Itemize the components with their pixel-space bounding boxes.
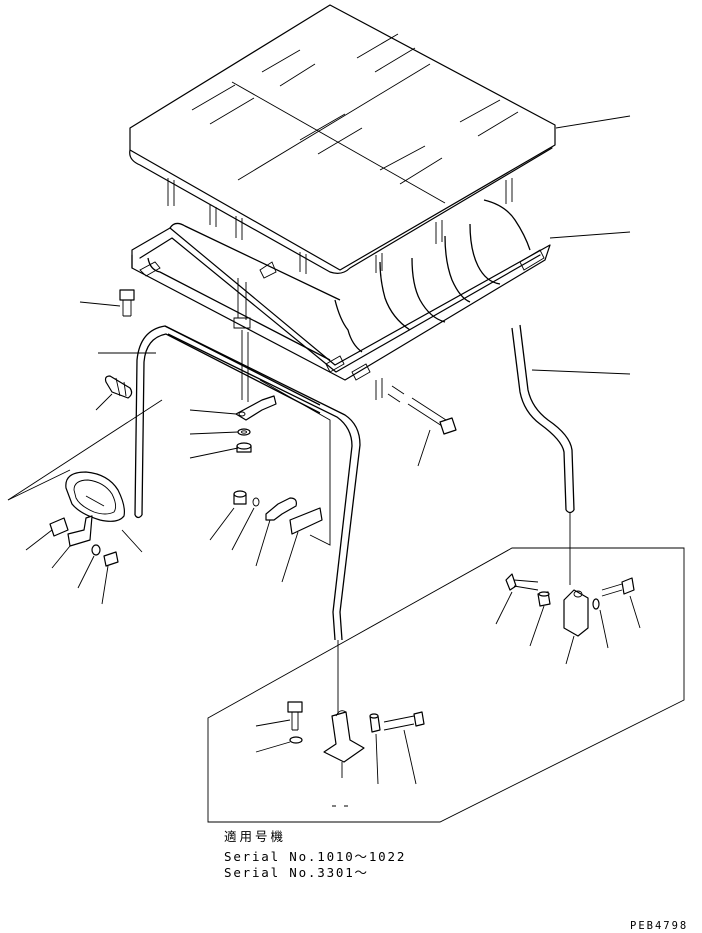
handrail-right xyxy=(511,324,575,585)
drawing-code: PEB4798 xyxy=(630,920,689,932)
guard-frame xyxy=(131,199,551,400)
bolt-long xyxy=(387,385,457,435)
bracket-upper xyxy=(235,395,277,453)
roof-posts xyxy=(167,178,513,274)
canopy-roof xyxy=(129,4,556,274)
handrail-left xyxy=(134,325,321,519)
right-detail xyxy=(505,573,635,637)
bottom-bracket xyxy=(287,701,425,763)
rail-long xyxy=(164,325,361,715)
serial-range-1: Serial No.1010～1022 xyxy=(224,849,407,864)
applicable-serial-heading: 適用号機 xyxy=(224,829,287,844)
serial-range-2: Serial No.3301～ xyxy=(224,865,369,880)
frame-hanger xyxy=(233,278,251,402)
bolt-small-tl xyxy=(119,289,135,317)
clamp-cluster xyxy=(233,490,323,535)
clip-part xyxy=(104,375,133,399)
leader-lines xyxy=(7,115,641,807)
detail-box xyxy=(207,547,685,823)
mirror-assembly xyxy=(49,471,125,567)
